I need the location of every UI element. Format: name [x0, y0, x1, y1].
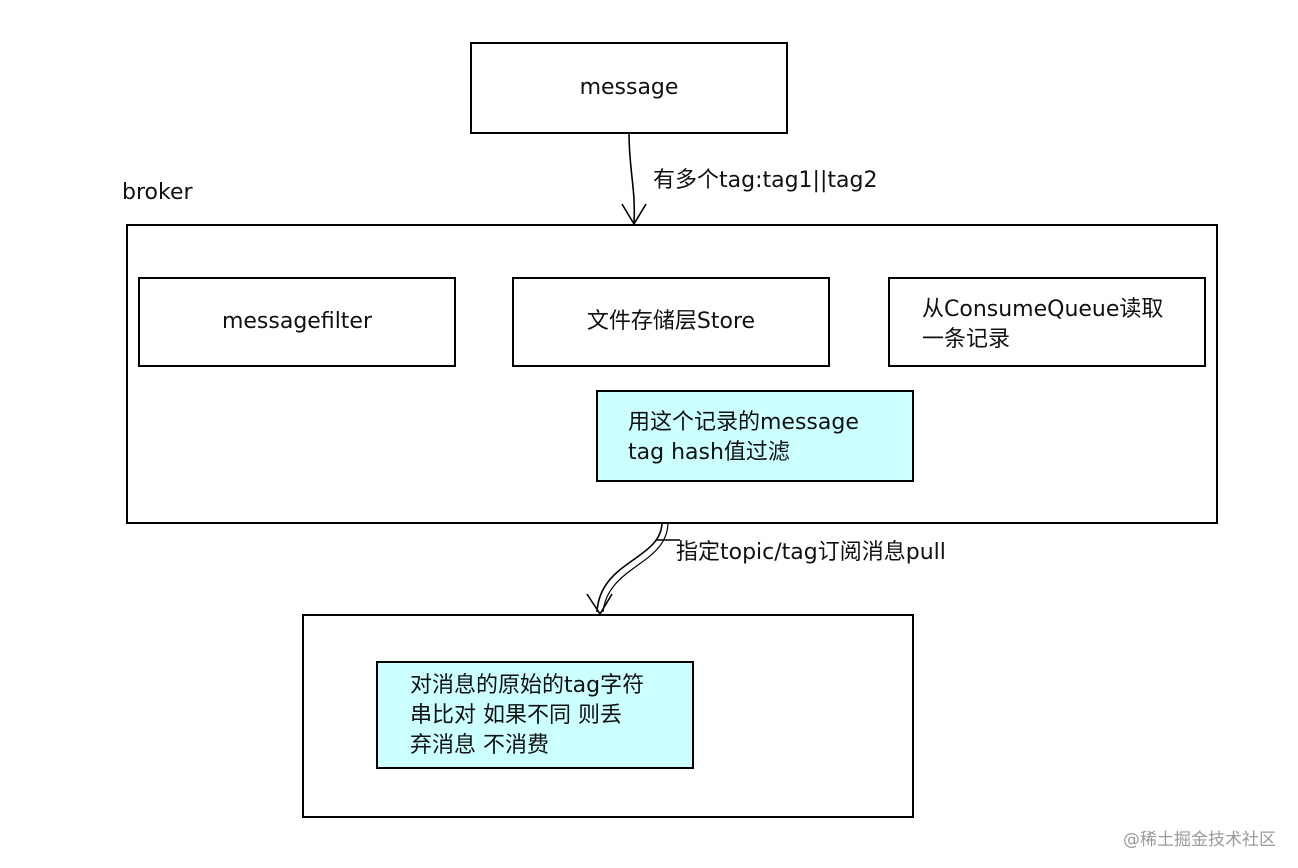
consume-queue-line-1: 从ConsumeQueue读取	[922, 297, 1164, 322]
consumer-filter-node: 对消息的原始的tag字符 串比对 如果不同 则丢 弃消息 不消费	[376, 661, 694, 769]
consume-queue-node: 从ConsumeQueue读取 一条记录	[888, 277, 1206, 367]
hash-filter-node: 用这个记录的message tag hash值过滤	[596, 390, 914, 482]
arrow-broker-to-consumer-twin	[602, 521, 669, 613]
arrow-message-to-broker	[628, 132, 636, 225]
message-label: message	[579, 75, 679, 100]
consume-queue-line-2: 一条记录	[922, 327, 1011, 352]
watermark: @稀土掘金技术社区	[1123, 830, 1276, 850]
message-node: message	[470, 42, 788, 134]
consumer-filter-line-1: 对消息的原始的tag字符	[410, 673, 645, 698]
store-label: 文件存储层Store	[586, 309, 756, 334]
consumer-filter-line-3: 弃消息 不消费	[410, 733, 549, 758]
arrowhead-broker-to-consumer	[586, 593, 613, 616]
messagefilter-node: messagefilter	[138, 277, 456, 367]
messagefilter-label: messagefilter	[221, 309, 373, 334]
edge-label-broker-to-consumer: 指定topic/tag订阅消息pull	[676, 540, 946, 565]
hash-filter-line-2: tag hash值过滤	[628, 440, 790, 465]
broker-label: broker	[122, 180, 193, 205]
arrowhead-message-to-broker	[621, 203, 647, 226]
edge-label-message-to-broker: 有多个tag:tag1||tag2	[653, 168, 878, 193]
consumer-filter-line-2: 串比对 如果不同 则丢	[410, 703, 622, 728]
arrow-broker-to-consumer	[596, 521, 663, 613]
hash-filter-line-1: 用这个记录的message	[628, 410, 859, 435]
store-node: 文件存储层Store	[512, 277, 830, 367]
